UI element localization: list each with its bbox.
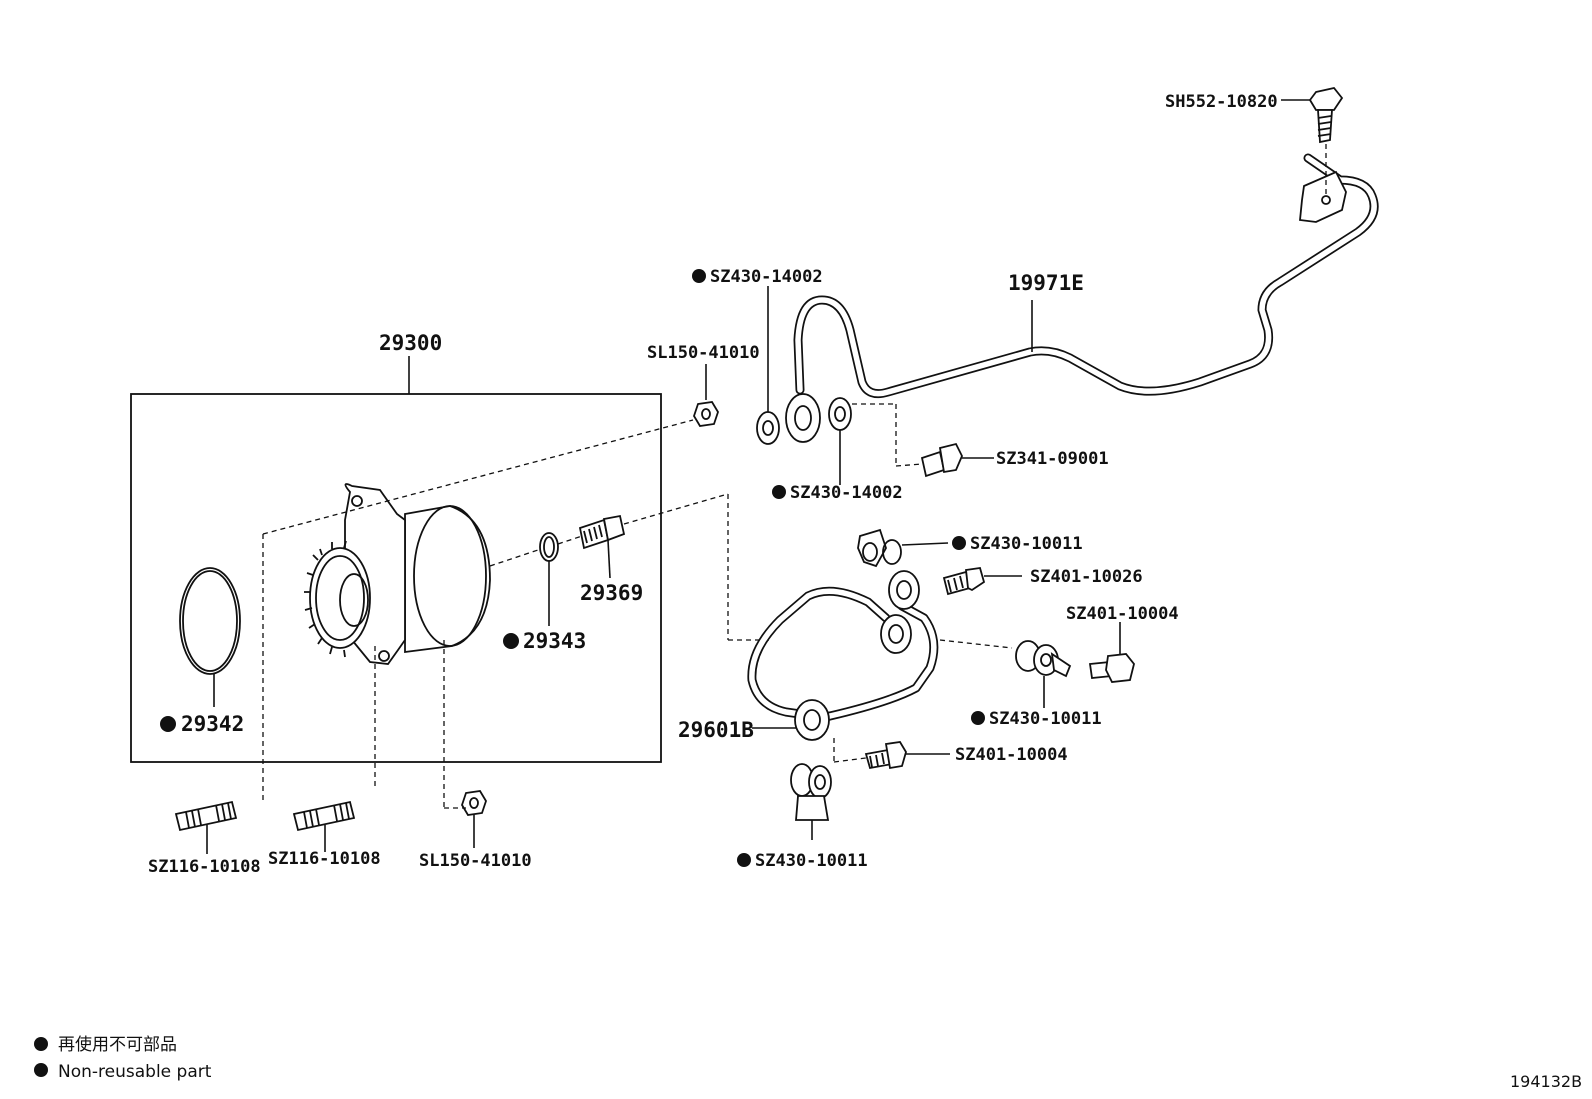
label-29300[interactable]: 29300: [379, 331, 442, 355]
label-sz430-10011-b[interactable]: SZ430-10011: [989, 709, 1102, 729]
washer-sz430-14002-b-icon: [828, 397, 923, 485]
gear-icon: [304, 540, 371, 658]
non-reusable-dot: [952, 536, 966, 550]
label-sz341-09001[interactable]: SZ341-09001: [996, 449, 1109, 469]
bolt-sz401-10026-icon: [942, 566, 1022, 596]
nut-sl150-41010-top-icon: [693, 364, 719, 427]
non-reusable-dot: [971, 711, 985, 725]
label-sz401-10004-a[interactable]: SZ401-10004: [1066, 604, 1179, 624]
non-reusable-dot: [737, 853, 751, 867]
label-29369[interactable]: 29369: [580, 581, 643, 605]
label-sz430-14002-b[interactable]: SZ430-14002: [790, 483, 903, 503]
assembly-box-29300: [130, 356, 662, 763]
legend: 再使用不可部品 Non-reusable part: [34, 1034, 212, 1082]
washer-sz430-14002-a-icon: [756, 286, 780, 445]
label-29342[interactable]: 29342: [181, 712, 244, 736]
nut-sl150-41010-bottom-icon: [461, 790, 487, 848]
label-sz430-10011-c[interactable]: SZ430-10011: [755, 851, 868, 871]
non-reusable-dot: [503, 633, 519, 649]
bolt-sh552-10820-icon: [1281, 86, 1344, 195]
label-sz401-10026[interactable]: SZ401-10026: [1030, 567, 1143, 587]
gasket-sz430-10011-b-icon: [1015, 640, 1072, 708]
label-sl150-41010-a[interactable]: SL150-41010: [647, 343, 760, 363]
bolt-sz401-10004-b-icon: [864, 741, 950, 770]
label-sl150-41010-b[interactable]: SL150-41010: [419, 851, 532, 871]
union-fitting-29369-icon: [578, 514, 626, 579]
legend-line-japanese: 再使用不可部品: [58, 1034, 177, 1055]
bolt-sz401-10004-a-icon: [1088, 622, 1135, 683]
legend-dot-icon: [34, 1063, 48, 1077]
part-labels: SH552-10820 19971E SZ430-14002 SL150-410…: [148, 92, 1278, 877]
non-reusable-dot: [160, 716, 176, 732]
stud-bolt-b-icon: [292, 800, 356, 852]
vacuum-pipe-19971e-icon: [785, 153, 1379, 443]
diagram-code: 194132B: [1510, 1072, 1582, 1091]
gasket-sz430-10011-c-icon: [790, 763, 832, 840]
non-reusable-dot: [772, 485, 786, 499]
label-29601b[interactable]: 29601B: [678, 718, 754, 742]
label-19971e[interactable]: 19971E: [1008, 271, 1084, 295]
label-sz116-10108-a[interactable]: SZ116-10108: [148, 857, 261, 877]
o-ring-29343-icon: [539, 532, 559, 626]
legend-dot-icon: [34, 1037, 48, 1051]
vacuum-pump-icon: [304, 483, 491, 665]
alignment-lines-pump: [262, 419, 770, 809]
label-sz116-10108-b[interactable]: SZ116-10108: [268, 849, 381, 869]
label-sz430-10011-a[interactable]: SZ430-10011: [970, 534, 1083, 554]
bolt-sz341-09001-icon: [920, 442, 994, 478]
stud-bolt-a-icon: [174, 800, 238, 854]
o-ring-29342-icon: [179, 567, 241, 707]
label-sh552-10820[interactable]: SH552-10820: [1165, 92, 1278, 112]
legend-line-english: Non-reusable part: [58, 1062, 212, 1082]
label-sz430-14002-a[interactable]: SZ430-14002: [710, 267, 823, 287]
non-reusable-dot: [692, 269, 706, 283]
label-sz401-10004-b[interactable]: SZ401-10004: [955, 745, 1068, 765]
oil-pipe-29601b-icon: [747, 570, 1013, 763]
label-29343[interactable]: 29343: [523, 629, 586, 653]
gasket-sz430-10011-a-icon: [857, 528, 949, 568]
